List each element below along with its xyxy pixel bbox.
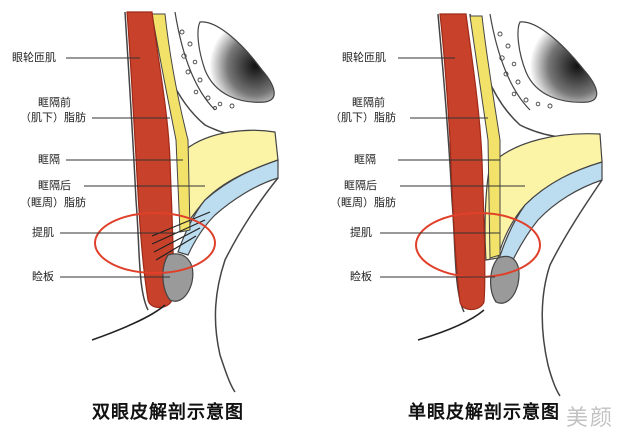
label-preseptal-fat-left-2: （肌下）脂肪 bbox=[20, 111, 86, 124]
levator-muscle-right bbox=[497, 161, 603, 271]
orbital-septum-left bbox=[151, 13, 191, 233]
eyeball-outline-right bbox=[541, 179, 603, 397]
watermark: 美颜 bbox=[566, 406, 615, 431]
label-tarsus-left: 睑板 bbox=[32, 270, 54, 283]
label-septum-left: 眶隔 bbox=[38, 153, 60, 166]
highlight-circle-left bbox=[94, 212, 216, 274]
label-postseptal-fat-right-1: 眶隔后 bbox=[344, 179, 377, 192]
eyeball-outline-left bbox=[214, 177, 279, 393]
label-levator-left: 提肌 bbox=[32, 226, 54, 239]
label-postseptal-fat-left-2: （眶周）脂肪 bbox=[20, 196, 86, 209]
label-orbicularis-left: 眼轮匝肌 bbox=[12, 51, 56, 64]
label-postseptal-fat-right-2: （眶周）脂肪 bbox=[330, 196, 396, 209]
levator-muscle-left bbox=[177, 159, 279, 256]
bone-dots-right bbox=[497, 23, 553, 109]
levator-fibers-left bbox=[151, 211, 211, 261]
skin-outline-right bbox=[437, 13, 465, 313]
label-preseptal-fat-left-1: 眶隔前 bbox=[38, 96, 71, 109]
orbit-roof-inner-left bbox=[174, 11, 216, 111]
caption-single-eyelid: 单眼皮解剖示意图 bbox=[408, 402, 560, 423]
eyelash-left bbox=[91, 304, 166, 341]
tarsus-plate-right bbox=[490, 255, 520, 304]
label-preseptal-fat-right-1: 眶隔前 bbox=[352, 96, 385, 109]
leader-lines-right bbox=[380, 57, 525, 278]
orbicularis-muscle-right bbox=[439, 13, 486, 311]
label-levator-right: 提肌 bbox=[350, 226, 372, 239]
skin-outline-left bbox=[124, 11, 149, 311]
eyelash-right bbox=[417, 309, 485, 341]
label-orbicularis-right: 眼轮匝肌 bbox=[342, 51, 386, 64]
label-tarsus-right: 睑板 bbox=[350, 270, 372, 283]
tarsus-plate-left bbox=[162, 253, 194, 302]
label-postseptal-fat-left-1: 眶隔后 bbox=[38, 179, 71, 192]
caption-double-eyelid: 双眼皮解剖示意图 bbox=[92, 402, 244, 423]
orbit-bone-shade-right bbox=[517, 21, 598, 103]
orbit-bone-shade-left bbox=[197, 21, 275, 103]
label-septum-right: 眶隔 bbox=[354, 153, 376, 166]
orbit-roof-inner-right bbox=[489, 13, 531, 111]
leader-lines-left bbox=[60, 57, 205, 278]
double-eyelid-illustration bbox=[60, 11, 279, 393]
single-eyelid-illustration bbox=[380, 13, 603, 397]
orbital-septum-right bbox=[469, 15, 501, 259]
label-preseptal-fat-right-2: （肌下）脂肪 bbox=[330, 111, 396, 124]
